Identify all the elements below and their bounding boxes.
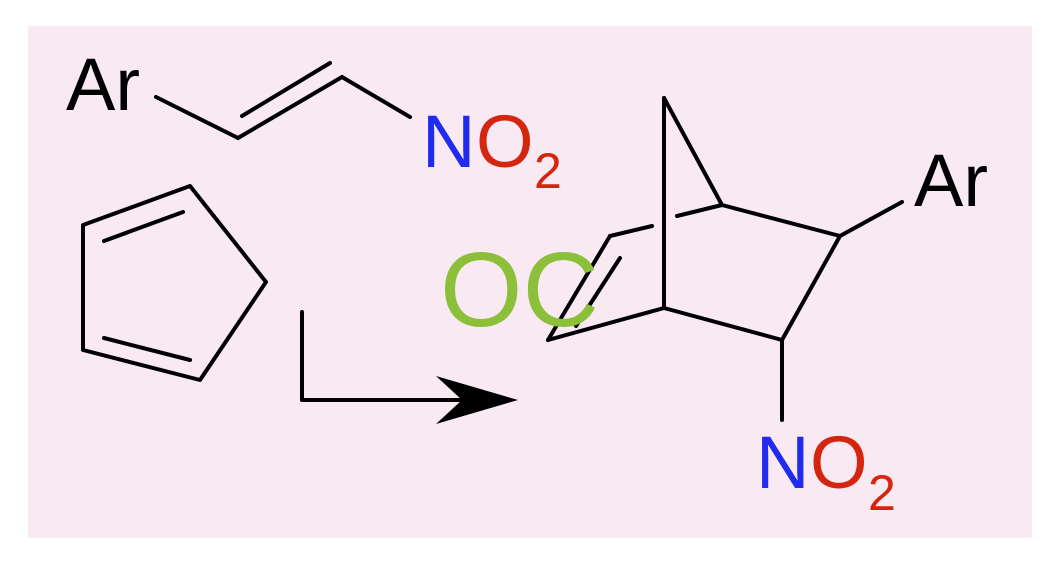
bond-c2-c1: [662, 306, 784, 342]
nitroalkene-reactant: Ar N O 2: [66, 43, 562, 199]
bond-c5-c4-far: [675, 203, 724, 218]
nitro-subscript: 2: [534, 143, 562, 199]
scheme-background: [28, 26, 1032, 538]
bond-c3-c2: [780, 234, 842, 342]
arrow-head: [436, 376, 518, 424]
ring-double-bond-lower: [102, 336, 192, 362]
nitro-nitrogen: N: [422, 100, 475, 183]
reaction-arrow: [300, 310, 518, 424]
bond-c5-c4: [608, 224, 654, 238]
product-nitro-nitrogen: N: [756, 421, 809, 504]
bond-c1-c6: [546, 306, 666, 342]
bond-ar-c1: [154, 95, 240, 140]
product-nitro-oxygen: O: [810, 421, 868, 504]
bond-bridge-c7-c4: [662, 96, 724, 207]
bond-c6-c5-inner: [574, 256, 622, 328]
cyclopentadiene-reactant: [81, 184, 268, 382]
aryl-label: Ar: [66, 43, 140, 126]
bond-c4-c3: [720, 203, 842, 238]
ring-double-bond-upper: [102, 210, 185, 243]
bond-c3-ar: [838, 200, 904, 238]
bond-c1-c2-inner: [240, 61, 332, 118]
bond-c1-c2: [236, 75, 344, 140]
arrow-shaft: [300, 310, 480, 402]
oc-watermark: OC: [440, 231, 599, 349]
cyclopentadiene-ring: [81, 184, 268, 382]
nitro-oxygen: O: [476, 100, 534, 183]
bond-c2-n: [340, 75, 412, 119]
bond-c6-c5: [546, 234, 612, 342]
product-nitro-subscript: 2: [868, 465, 896, 521]
norbornene-product: Ar N O 2: [546, 96, 988, 521]
product-aryl-label: Ar: [914, 139, 988, 222]
